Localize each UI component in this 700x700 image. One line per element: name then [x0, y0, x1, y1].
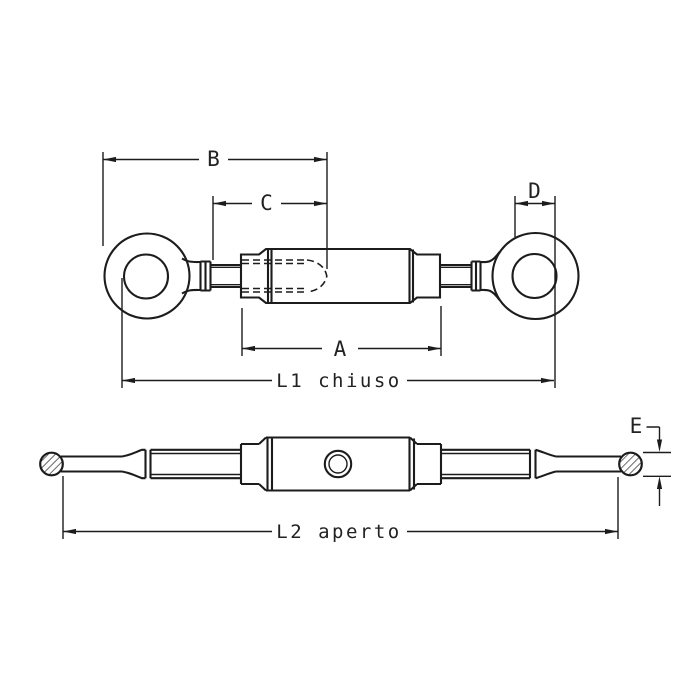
dimension-b: B [102, 147, 328, 269]
dim-label-e: E [630, 414, 643, 438]
open-body [239, 436, 443, 492]
right-eye [491, 231, 580, 321]
dim-label-l1: L1 chiuso [276, 370, 401, 392]
left-eye-section [39, 448, 241, 480]
dim-label-a: A [334, 337, 347, 361]
hidden-thread-lines [242, 259, 328, 293]
closed-view: B C D A [102, 147, 580, 392]
right-eye-section [441, 448, 643, 480]
dim-label-l2: L2 aperto [276, 521, 401, 543]
right-shank [440, 251, 501, 301]
dim-label-c: C [260, 191, 273, 215]
dim-label-d: D [528, 179, 541, 203]
dim-label-b: B [207, 147, 220, 171]
open-view: E L2 aperto [39, 414, 671, 543]
dimension-l1: L1 chiuso [121, 278, 554, 392]
dimension-e: E [630, 414, 671, 506]
dimension-c: C [212, 191, 327, 260]
dimension-l2: L2 aperto [62, 476, 619, 543]
left-eye [103, 232, 201, 320]
dimension-d: D [514, 179, 556, 388]
left-shank [199, 260, 241, 292]
turnbuckle-body [239, 247, 442, 305]
dimension-a: A [241, 306, 442, 361]
